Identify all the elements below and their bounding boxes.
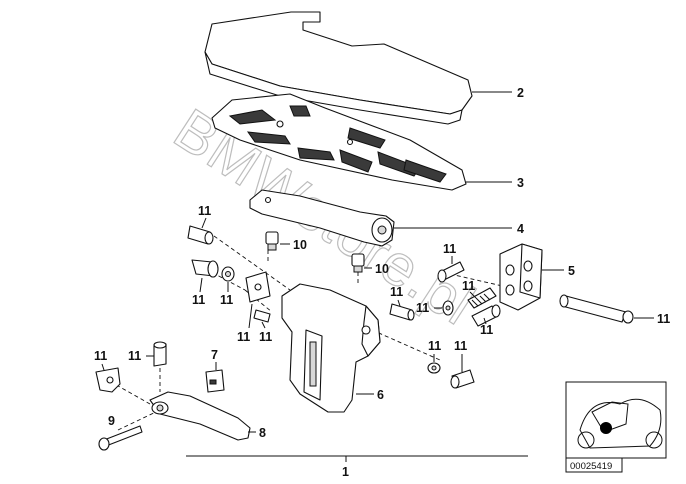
nut-left[interactable] [221, 266, 235, 282]
bushing-right[interactable] [471, 304, 501, 327]
footrest-lever[interactable] [149, 391, 251, 441]
footrest-pad[interactable] [204, 11, 473, 125]
footrest-holder[interactable] [281, 283, 381, 413]
nut-lower[interactable] [427, 362, 441, 374]
callout-11-b: 11 [192, 293, 205, 307]
callout-6: 6 [377, 388, 384, 402]
spring[interactable] [467, 287, 497, 309]
callout-11-k: 11 [657, 312, 670, 326]
screw-9[interactable] [98, 425, 143, 451]
callout-3: 3 [517, 176, 524, 190]
callout-2: 2 [517, 86, 524, 100]
clip-plate[interactable] [245, 271, 271, 303]
pin-small-left[interactable] [253, 309, 271, 323]
callout-11-m: 11 [454, 339, 467, 353]
callout-11-h: 11 [462, 279, 475, 293]
callout-11-d: 11 [237, 330, 250, 344]
callout-11-a: 11 [198, 204, 211, 218]
hinge-pin[interactable] [559, 294, 634, 324]
callout-11-f: 11 [390, 285, 403, 299]
callout-7: 7 [211, 348, 218, 362]
callout-11-l: 11 [428, 339, 441, 353]
callout-11-c: 11 [220, 293, 233, 307]
pin-upper-left[interactable] [187, 225, 214, 245]
callout-8: 8 [259, 426, 266, 440]
washer-mid[interactable] [442, 300, 454, 316]
bolt-upper-right[interactable] [437, 261, 465, 283]
callout-11-o: 11 [94, 349, 107, 363]
footrest-plate[interactable] [211, 93, 467, 191]
callout-4: 4 [517, 222, 524, 236]
hinge-block[interactable] [499, 243, 543, 311]
pivot-bushing[interactable] [153, 341, 167, 367]
location-marker [600, 422, 612, 434]
footrest-bracket[interactable] [249, 189, 395, 247]
callout-10-upper: 10 [293, 238, 307, 252]
bushing-left[interactable] [191, 259, 219, 278]
catalog-code: 00025419 [570, 461, 612, 472]
pin-mid[interactable] [389, 303, 415, 321]
callout-11-n: 11 [128, 349, 141, 363]
callout-10-lower: 10 [375, 262, 389, 276]
callout-11-e: 11 [259, 330, 272, 344]
bolt-lower[interactable] [450, 369, 475, 389]
callout-11-g: 11 [416, 301, 429, 315]
pivot-clamp[interactable] [95, 367, 121, 393]
callout-11-j: 11 [443, 242, 456, 256]
callout-9: 9 [108, 414, 115, 428]
clip-7[interactable] [205, 369, 225, 393]
screw-10-upper[interactable] [265, 231, 279, 251]
location-thumbnail [565, 381, 667, 459]
screw-10-lower[interactable] [351, 253, 365, 273]
callout-11-i: 11 [480, 323, 493, 337]
callout-5: 5 [568, 264, 575, 278]
callout-1: 1 [342, 465, 349, 479]
